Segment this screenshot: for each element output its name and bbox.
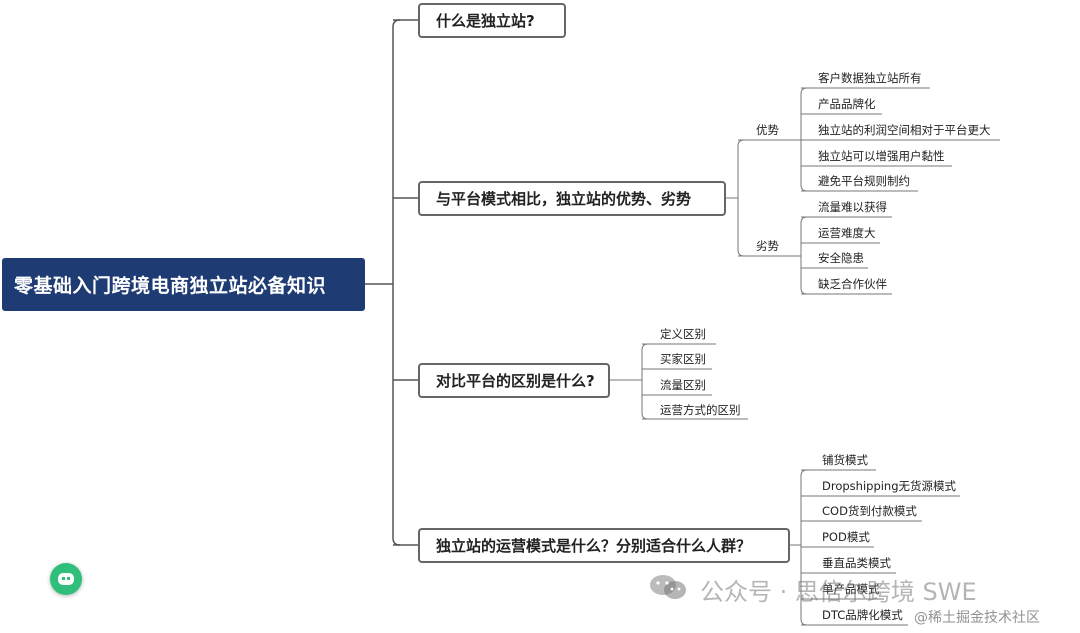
- leaf-mode[interactable]: POD模式: [822, 530, 870, 544]
- watermark-main: 公众号 · 思倍尔跨境 SWE: [700, 578, 977, 606]
- leaf-disadvantage[interactable]: 缺乏合作伙伴: [818, 277, 887, 291]
- leaf-difference[interactable]: 运营方式的区别: [660, 403, 741, 417]
- leaf-mode[interactable]: Dropshipping无货源模式: [822, 479, 957, 493]
- group-disadvantages[interactable]: 劣势: [756, 239, 779, 253]
- assistant-bot-icon[interactable]: [50, 563, 82, 595]
- root-topic[interactable]: 零基础入门跨境电商独立站必备知识: [2, 258, 365, 311]
- leaf-advantage[interactable]: 独立站的利润空间相对于平台更大: [818, 123, 991, 137]
- group-advantages[interactable]: 优势: [756, 123, 779, 137]
- topic-pros-cons[interactable]: 与平台模式相比，独立站的优势、劣势: [418, 181, 726, 216]
- leaf-mode[interactable]: 单产品模式: [822, 582, 880, 596]
- leaf-difference[interactable]: 流量区别: [660, 378, 706, 392]
- leaf-mode[interactable]: DTC品牌化模式: [822, 608, 903, 622]
- leaf-advantage[interactable]: 产品品牌化: [818, 97, 876, 111]
- leaf-mode[interactable]: 铺货模式: [822, 453, 868, 467]
- leaf-advantage[interactable]: 客户数据独立站所有: [818, 71, 922, 85]
- topic-platform-differences[interactable]: 对比平台的区别是什么?: [418, 363, 610, 398]
- leaf-advantage[interactable]: 独立站可以增强用户黏性: [818, 149, 945, 163]
- leaf-disadvantage[interactable]: 安全隐患: [818, 251, 864, 265]
- topic-operation-modes[interactable]: 独立站的运营模式是什么？分别适合什么人群？: [418, 528, 790, 563]
- leaf-advantage[interactable]: 避免平台规则制约: [818, 174, 910, 188]
- leaf-difference[interactable]: 定义区别: [660, 327, 706, 341]
- wechat-icon: [650, 575, 686, 599]
- leaf-disadvantage[interactable]: 流量难以获得: [818, 200, 887, 214]
- watermark-sub: @稀土掘金技术社区: [914, 610, 1040, 626]
- leaf-mode[interactable]: 垂直品类模式: [822, 556, 891, 570]
- topic-what-is-independent-site[interactable]: 什么是独立站?: [418, 3, 566, 38]
- leaf-disadvantage[interactable]: 运营难度大: [818, 226, 876, 240]
- leaf-difference[interactable]: 买家区别: [660, 352, 706, 366]
- leaf-mode[interactable]: COD货到付款模式: [822, 504, 917, 518]
